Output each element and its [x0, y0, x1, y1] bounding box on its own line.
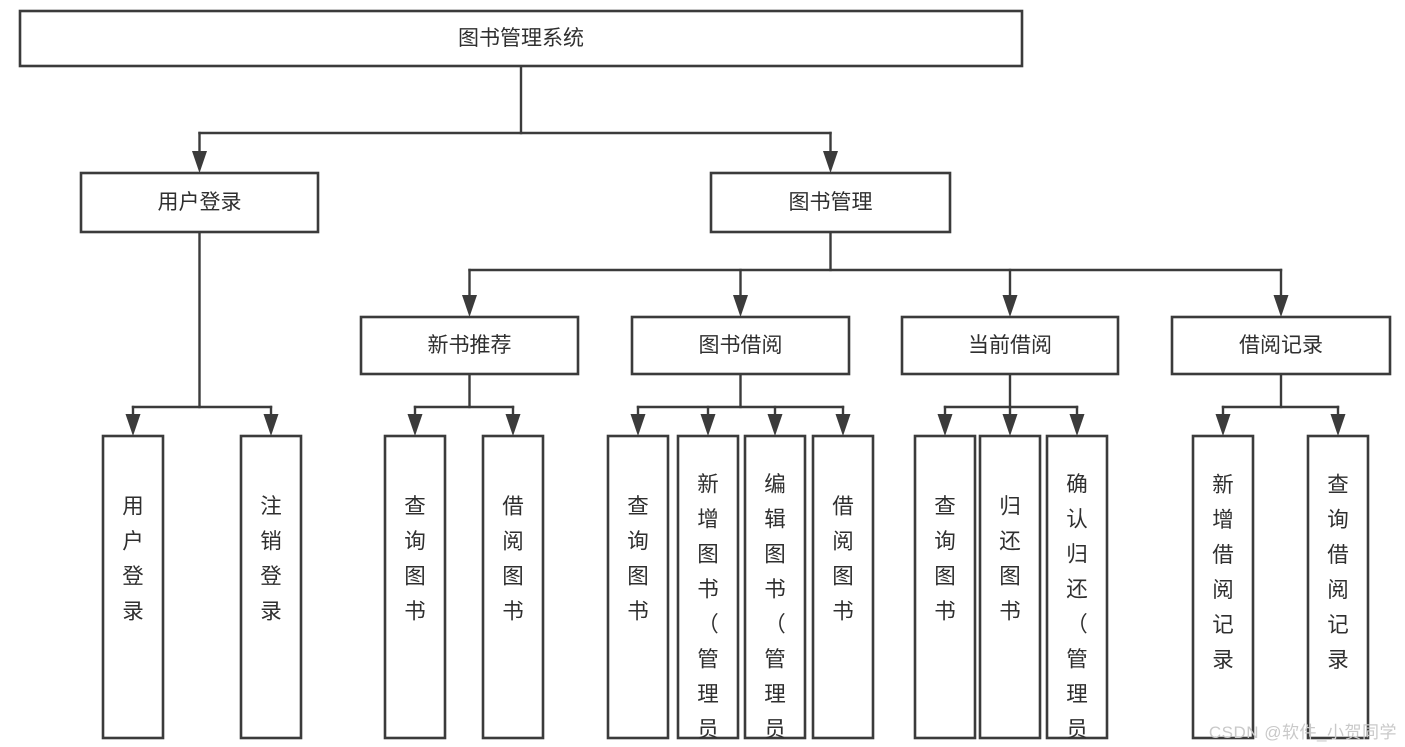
connector-group-current-borrow: [937, 372, 1085, 436]
arrow-head-icon: [263, 414, 279, 436]
node-leaf-user-login[interactable]: 用户登录: [101, 434, 165, 740]
node-box-leaf-user-login[interactable]: [101, 434, 165, 740]
node-book-manage[interactable]: 图书管理: [709, 171, 952, 234]
node-label-borrow-record: 借阅记录: [1239, 334, 1323, 357]
node-box-borrow-record[interactable]: [1170, 315, 1392, 376]
connector-group-root: [192, 64, 838, 173]
node-leaf-confirm-return[interactable]: 确认归还（管理员）: [1045, 434, 1109, 747]
node-label-leaf-query-book-3: 查询图书: [934, 495, 956, 624]
arrow-head-icon: [630, 414, 646, 436]
node-box-leaf-logout[interactable]: [239, 434, 303, 740]
node-label-leaf-confirm-return: 确认归还（管理员）: [1066, 472, 1088, 747]
node-label-leaf-query-record: 查询借阅记录: [1327, 473, 1349, 672]
node-leaf-borrow-book-1[interactable]: 借阅图书: [481, 434, 545, 740]
node-label-book-manage: 图书管理: [789, 191, 873, 214]
node-box-leaf-edit-book[interactable]: [743, 434, 807, 740]
arrow-head-icon: [700, 414, 716, 436]
node-current-borrow[interactable]: 当前借阅: [900, 315, 1120, 376]
node-box-leaf-borrow-book-2[interactable]: [811, 434, 875, 740]
arrow-head-icon: [1069, 414, 1085, 436]
node-new-book-recommend[interactable]: 新书推荐: [359, 315, 580, 376]
arrow-head-icon: [192, 151, 207, 173]
arrow-head-icon: [1002, 414, 1018, 436]
arrow-head-icon: [823, 151, 838, 173]
node-label-leaf-logout: 注销登录: [260, 495, 282, 624]
node-label-root: 图书管理系统: [458, 27, 584, 50]
node-label-book-borrow: 图书借阅: [699, 334, 783, 357]
arrow-head-icon: [1215, 414, 1231, 436]
connector-group-book-manage: [462, 230, 1289, 317]
node-box-new-book-recommend[interactable]: [359, 315, 580, 376]
connector-layer: [125, 64, 1346, 436]
node-label-leaf-query-book-2: 查询图书: [627, 495, 649, 624]
node-box-leaf-add-record[interactable]: [1191, 434, 1255, 740]
node-leaf-query-book-1[interactable]: 查询图书: [383, 434, 447, 740]
arrow-head-icon: [1330, 414, 1346, 436]
node-leaf-logout[interactable]: 注销登录: [239, 434, 303, 740]
node-label-leaf-query-book-1: 查询图书: [404, 495, 426, 624]
node-box-user-login[interactable]: [79, 171, 320, 234]
node-leaf-add-record[interactable]: 新增借阅记录: [1191, 434, 1255, 740]
node-box-leaf-return-book[interactable]: [978, 434, 1042, 740]
arrow-head-icon: [125, 414, 141, 436]
node-label-new-book-recommend: 新书推荐: [428, 334, 512, 357]
node-leaf-add-book[interactable]: 新增图书（管理员）: [676, 434, 740, 747]
connector-group-user-login: [125, 230, 279, 436]
arrow-head-icon: [462, 295, 477, 317]
node-box-current-borrow[interactable]: [900, 315, 1120, 376]
node-box-leaf-borrow-book-1[interactable]: [481, 434, 545, 740]
node-box-book-manage[interactable]: [709, 171, 952, 234]
arrow-head-icon: [1273, 295, 1289, 317]
node-box-root[interactable]: [18, 9, 1024, 68]
connector-group-new-book-recommend: [407, 372, 521, 436]
node-leaf-borrow-book-2[interactable]: 借阅图书: [811, 434, 875, 740]
node-leaf-edit-book[interactable]: 编辑图书（管理员）: [743, 434, 807, 747]
node-label-leaf-edit-book: 编辑图书（管理员）: [764, 472, 786, 747]
connector-group-borrow-record: [1215, 372, 1346, 436]
node-leaf-query-book-3[interactable]: 查询图书: [913, 434, 977, 740]
arrow-head-icon: [1002, 295, 1018, 317]
node-box-leaf-confirm-return[interactable]: [1045, 434, 1109, 740]
node-label-leaf-borrow-book-2: 借阅图书: [832, 495, 854, 624]
node-user-login[interactable]: 用户登录: [79, 171, 320, 234]
node-book-borrow[interactable]: 图书借阅: [630, 315, 851, 376]
node-leaf-query-record[interactable]: 查询借阅记录: [1306, 434, 1370, 740]
node-box-leaf-query-record[interactable]: [1306, 434, 1370, 740]
node-layer: 图书管理系统用户登录图书管理新书推荐图书借阅当前借阅借阅记录用户登录注销登录查询…: [18, 9, 1392, 747]
node-label-leaf-borrow-book-1: 借阅图书: [502, 495, 524, 624]
arrow-head-icon: [733, 295, 748, 317]
node-box-book-borrow[interactable]: [630, 315, 851, 376]
node-root[interactable]: 图书管理系统: [18, 9, 1024, 68]
arrow-head-icon: [835, 414, 851, 436]
connector-group-book-borrow: [630, 372, 851, 436]
node-label-leaf-user-login: 用户登录: [122, 495, 144, 624]
node-leaf-return-book[interactable]: 归还图书: [978, 434, 1042, 740]
node-box-leaf-query-book-3[interactable]: [913, 434, 977, 740]
node-label-current-borrow: 当前借阅: [968, 334, 1052, 357]
node-box-leaf-query-book-1[interactable]: [383, 434, 447, 740]
arrow-head-icon: [767, 414, 783, 436]
node-label-leaf-add-book: 新增图书（管理员）: [697, 472, 719, 747]
arrow-head-icon: [937, 414, 953, 436]
node-box-leaf-query-book-2[interactable]: [606, 434, 670, 740]
node-box-leaf-add-book[interactable]: [676, 434, 740, 740]
node-label-leaf-return-book: 归还图书: [999, 495, 1021, 624]
node-label-user-login: 用户登录: [158, 191, 242, 214]
arrow-head-icon: [407, 414, 423, 436]
node-leaf-query-book-2[interactable]: 查询图书: [606, 434, 670, 740]
node-borrow-record[interactable]: 借阅记录: [1170, 315, 1392, 376]
node-label-leaf-add-record: 新增借阅记录: [1212, 473, 1234, 672]
arrow-head-icon: [505, 414, 521, 436]
